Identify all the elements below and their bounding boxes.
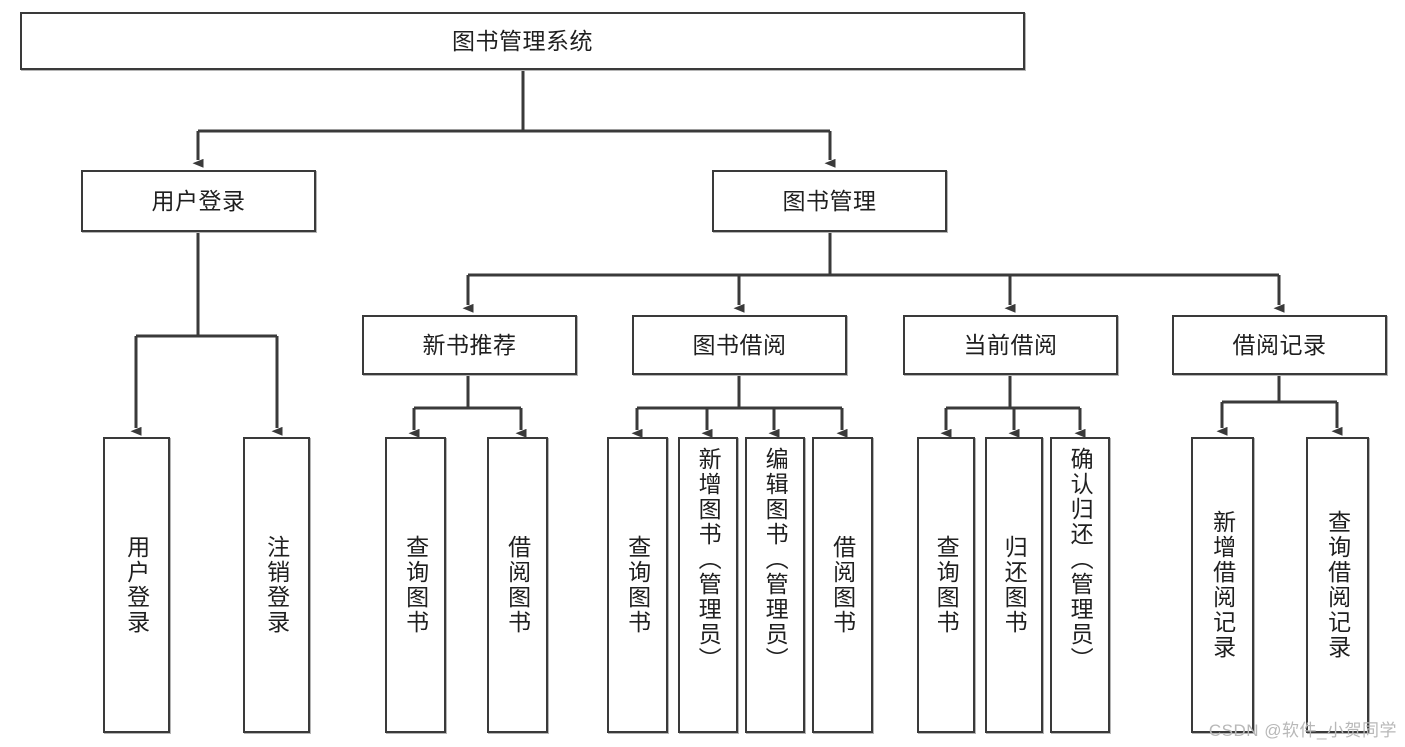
node-label: 用户登录 <box>123 535 150 635</box>
leaf-current-borrow-confirm-return-admin[interactable]: 确认归还（管理员） <box>1050 437 1110 733</box>
node-label: 查询图书 <box>933 535 960 635</box>
node-label: 借阅图书 <box>504 535 531 635</box>
leaf-book-borrow-edit-book-admin[interactable]: 编辑图书（管理员） <box>745 437 805 733</box>
node-label: 确认归还（管理员） <box>1067 447 1094 672</box>
node-book-management[interactable]: 图书管理 <box>712 170 947 232</box>
node-label: 图书管理 <box>782 187 877 214</box>
node-label: 当前借阅 <box>963 331 1058 358</box>
leaf-current-borrow-return-book[interactable]: 归还图书 <box>985 437 1043 733</box>
leaf-book-borrow-borrow-book[interactable]: 借阅图书 <box>812 437 873 733</box>
node-label: 注销登录 <box>263 535 290 635</box>
node-current-borrow[interactable]: 当前借阅 <box>903 315 1118 375</box>
node-label: 新增图书（管理员） <box>695 447 722 672</box>
leaf-borrow-records-add-record[interactable]: 新增借阅记录 <box>1191 437 1254 733</box>
leaf-book-borrow-query-book[interactable]: 查询图书 <box>607 437 668 733</box>
node-label: 借阅图书 <box>829 535 856 635</box>
node-label: 新书推荐 <box>422 331 517 358</box>
node-label: 借阅记录 <box>1232 331 1327 358</box>
node-label: 用户登录 <box>151 187 246 214</box>
node-label: 查询借阅记录 <box>1324 510 1351 660</box>
node-new-book-recommend[interactable]: 新书推荐 <box>362 315 577 375</box>
node-label: 图书管理系统 <box>452 27 593 54</box>
leaf-user-login-login[interactable]: 用户登录 <box>103 437 170 733</box>
leaf-book-borrow-add-book-admin[interactable]: 新增图书（管理员） <box>678 437 738 733</box>
leaf-new-book-query-book[interactable]: 查询图书 <box>385 437 446 733</box>
watermark: CSDN @软件_小贺同学 <box>1208 721 1397 740</box>
leaf-new-book-borrow-book[interactable]: 借阅图书 <box>487 437 548 733</box>
node-label: 编辑图书（管理员） <box>762 447 789 672</box>
leaf-user-login-logout[interactable]: 注销登录 <box>243 437 310 733</box>
node-label: 图书借阅 <box>692 331 787 358</box>
leaf-borrow-records-query-record[interactable]: 查询借阅记录 <box>1306 437 1369 733</box>
node-book-borrow[interactable]: 图书借阅 <box>632 315 847 375</box>
node-borrow-records[interactable]: 借阅记录 <box>1172 315 1387 375</box>
node-label: 归还图书 <box>1001 535 1028 635</box>
node-root-book-management-system[interactable]: 图书管理系统 <box>20 12 1025 70</box>
node-label: 查询图书 <box>624 535 651 635</box>
node-user-login[interactable]: 用户登录 <box>81 170 316 232</box>
node-label: 查询图书 <box>402 535 429 635</box>
leaf-current-borrow-query-book[interactable]: 查询图书 <box>917 437 975 733</box>
node-label: 新增借阅记录 <box>1209 510 1236 660</box>
